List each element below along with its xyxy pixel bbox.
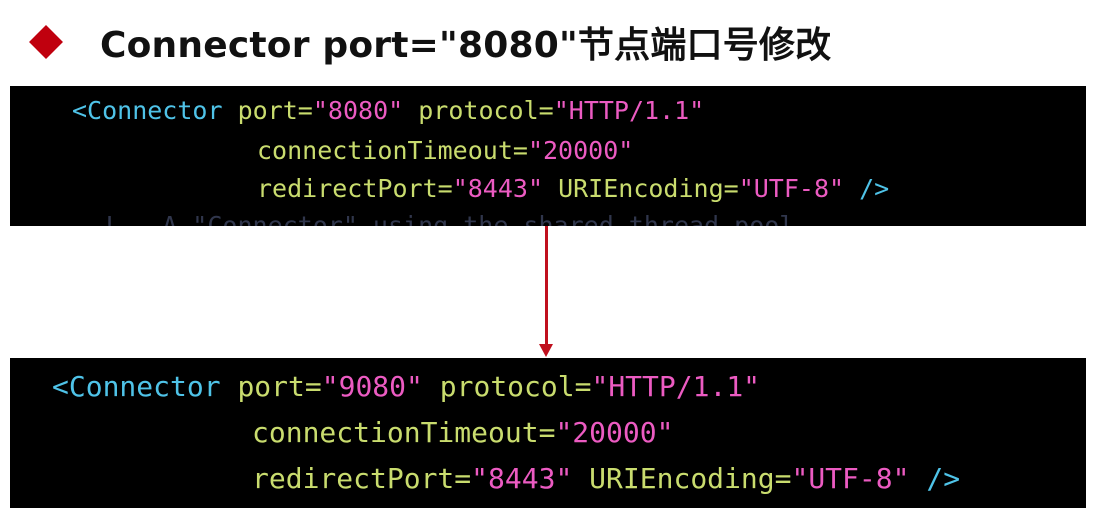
code-attr-port: port <box>237 96 298 125</box>
code-value-redirect: "8443" <box>452 174 543 203</box>
code-value-timeout: "20000" <box>527 136 634 165</box>
code-line-1: <Connector port="9080" protocol="HTTP/1.… <box>52 370 761 403</box>
code-block-after: <Connector port="9080" protocol="HTTP/1.… <box>10 358 1086 508</box>
arrow-down-shaft <box>545 226 548 346</box>
code-partial-line: !-- A "Connector" using the shared threa… <box>102 213 824 226</box>
code-value-encoding: "UTF-8" <box>738 174 845 203</box>
arrow-down-icon <box>539 344 553 357</box>
code-close-tag: /> <box>859 174 890 203</box>
code-line-2: connectionTimeout="20000" <box>257 136 634 165</box>
code-value-protocol: "HTTP/1.1" <box>553 96 705 125</box>
slide-title: Connector port="8080"节点端口号修改 <box>100 25 832 66</box>
code-value-encoding: "UTF-8" <box>791 462 910 495</box>
code-attr-encoding: URIEncoding <box>589 462 775 495</box>
code-attr-protocol: protocol <box>418 96 539 125</box>
code-value-redirect: "8443" <box>471 462 573 495</box>
code-value-port: "9080" <box>321 370 423 403</box>
code-attr-redirect: redirectPort <box>252 462 455 495</box>
code-line-3: redirectPort="8443" URIEncoding="UTF-8" … <box>257 174 890 203</box>
code-block-before: <Connector port="8080" protocol="HTTP/1.… <box>10 86 1086 226</box>
slide-header: Connector port="8080"节点端口号修改 <box>28 12 831 72</box>
code-attr-protocol: protocol <box>439 370 575 403</box>
diamond-bullet-icon <box>29 25 63 59</box>
code-value-timeout: "20000" <box>555 416 674 449</box>
code-attr-timeout: connectionTimeout <box>252 416 539 449</box>
code-line-3: redirectPort="8443" URIEncoding="UTF-8" … <box>252 462 961 495</box>
code-tag: <Connector <box>52 370 221 403</box>
code-attr-port: port <box>237 370 305 403</box>
code-value-port: "8080" <box>312 96 404 125</box>
code-tag: <Connector <box>72 96 223 125</box>
code-value-protocol: "HTTP/1.1" <box>591 370 761 403</box>
code-attr-redirect: redirectPort <box>257 174 438 203</box>
code-attr-timeout: connectionTimeout <box>257 136 513 165</box>
code-line-2: connectionTimeout="20000" <box>252 416 674 449</box>
code-line-1: <Connector port="8080" protocol="HTTP/1.… <box>72 96 705 125</box>
code-attr-encoding: URIEncoding <box>558 174 724 203</box>
code-close-tag: /> <box>926 462 961 495</box>
